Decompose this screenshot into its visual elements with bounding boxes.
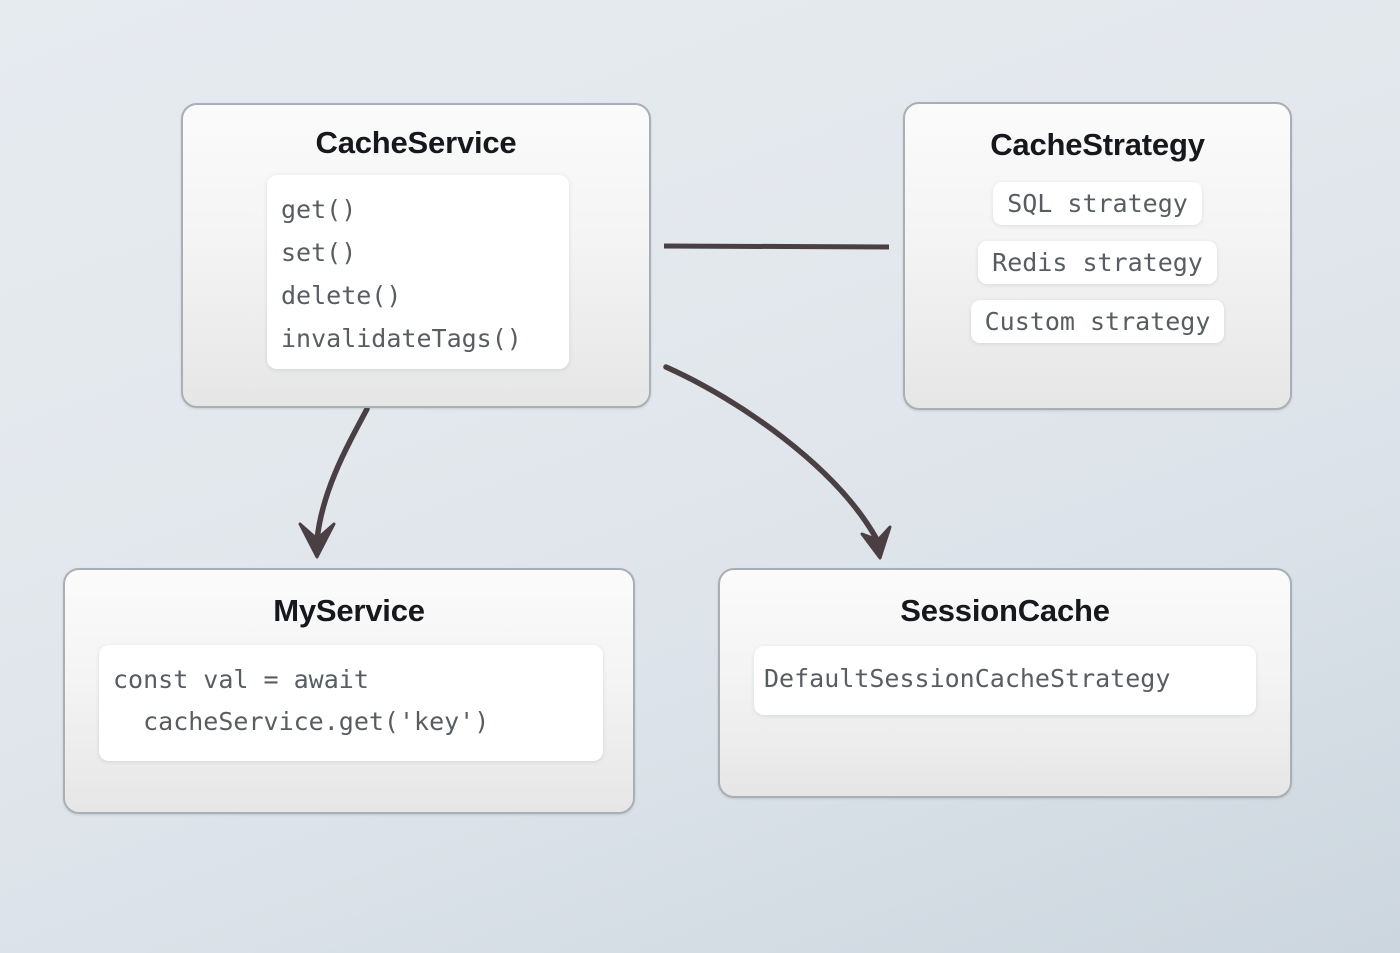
- arrowhead-session-cache: [860, 525, 892, 560]
- edge-cache-service-to-session-cache: [663, 364, 879, 541]
- node-my-service-title: MyService: [273, 593, 425, 628]
- strategy-chip-redis[interactable]: Redis strategy: [978, 241, 1217, 284]
- edge-cache-service-to-my-service: [314, 406, 370, 543]
- session-cache-strategy-name: DefaultSessionCacheStrategy: [764, 664, 1171, 693]
- node-my-service[interactable]: MyService const val = await cacheService…: [63, 568, 635, 814]
- cache-service-methods-panel: get() set() delete() invalidateTags(): [267, 175, 569, 369]
- arrowhead-my-service: [298, 522, 336, 559]
- session-cache-code-panel: DefaultSessionCacheStrategy: [754, 646, 1256, 715]
- my-service-code-line-1: const val = await: [113, 665, 369, 694]
- method-invalidate-tags: invalidateTags(): [281, 324, 522, 353]
- method-delete: delete(): [281, 281, 402, 310]
- edge-cache-service-to-cache-strategy: [663, 243, 890, 250]
- my-service-code-line-2: cacheService.get('key'): [113, 707, 490, 736]
- my-service-code-panel: const val = await cacheService.get('key'…: [99, 645, 603, 761]
- method-get: get(): [281, 195, 357, 224]
- node-session-cache[interactable]: SessionCache DefaultSessionCacheStrategy: [718, 568, 1292, 798]
- node-cache-service-title: CacheService: [315, 125, 517, 160]
- node-cache-service[interactable]: CacheService get() set() delete() invali…: [181, 103, 651, 408]
- node-cache-strategy[interactable]: CacheStrategy SQL strategy Redis strateg…: [903, 102, 1292, 410]
- strategy-list: SQL strategy Redis strategy Custom strat…: [905, 182, 1290, 359]
- strategy-chip-sql[interactable]: SQL strategy: [993, 182, 1202, 225]
- node-cache-strategy-title: CacheStrategy: [990, 127, 1205, 162]
- strategy-chip-custom[interactable]: Custom strategy: [970, 300, 1225, 343]
- node-session-cache-title: SessionCache: [900, 593, 1110, 628]
- method-set: set(): [281, 238, 357, 267]
